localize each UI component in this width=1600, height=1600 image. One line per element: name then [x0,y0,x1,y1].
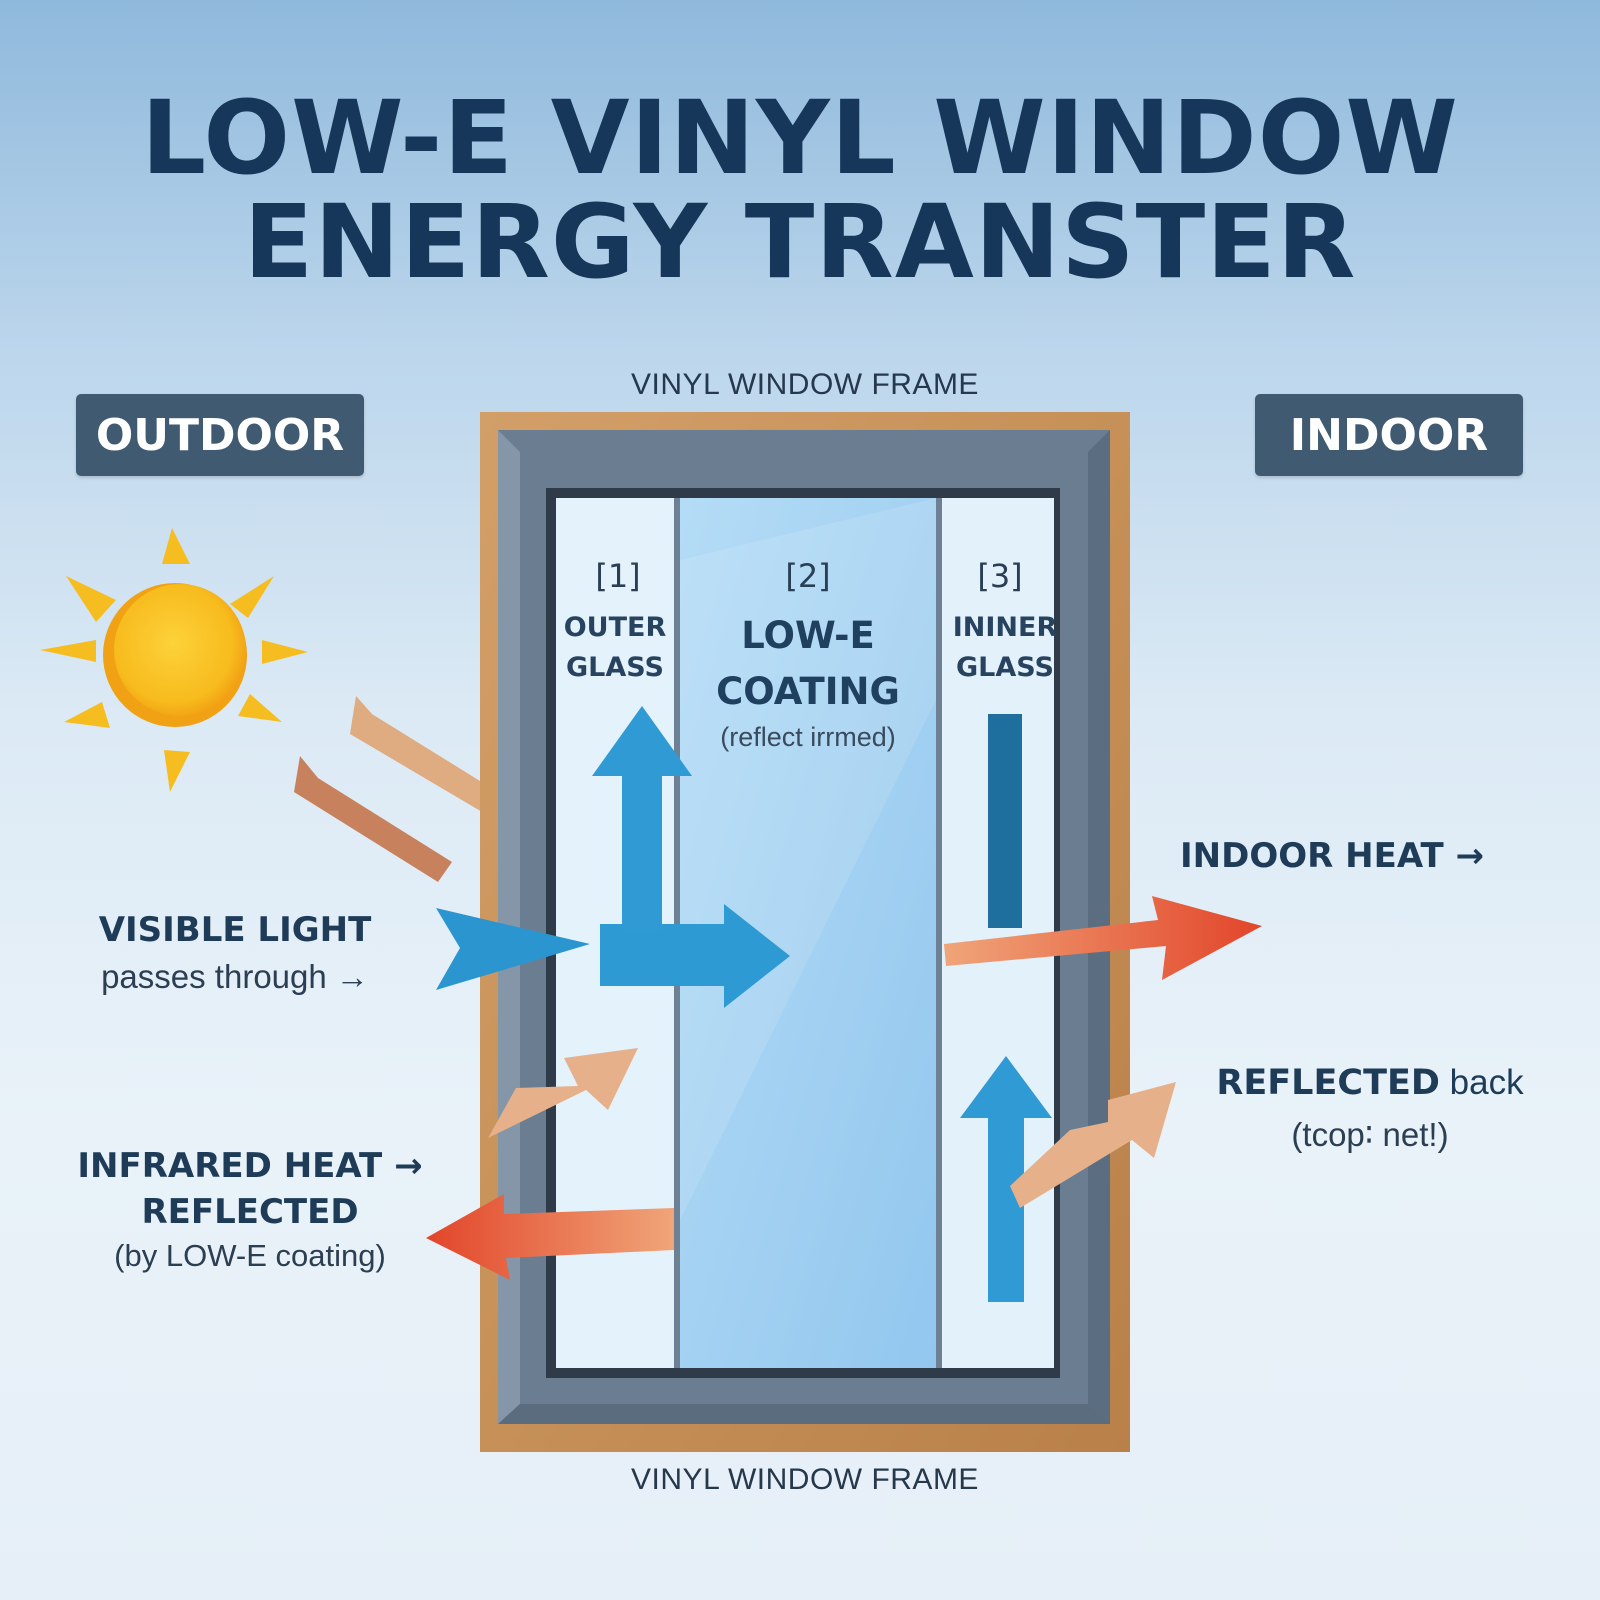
pane-3-name-line-1: ININER [952,612,1058,643]
visible-light-label: VISIBLE LIGHT passes through → [70,910,400,997]
pane-3-name-line-2: GLASS [956,652,1054,683]
visible-light-title: VISIBLE LIGHT [98,910,372,950]
frame-label-top: VINYL WINDOW FRAME [631,368,979,401]
indoor-heat-text: INDOOR HEAT → [1180,836,1485,876]
pane-1-name-line-2: GLASS [566,652,664,683]
pane-2-name-line-2: COATING [716,670,900,713]
page-title-line-2: ENERGY TRANSTER [243,183,1357,302]
reflected-title-rest: back [1439,1063,1524,1102]
frame-label-bottom: VINYL WINDOW FRAME [631,1463,979,1496]
infrared-sub: (by LOW-E coating) [114,1238,386,1274]
infrared-heat-arrows [426,896,1262,1280]
reflected-title-bold: REFLECTED [1216,1063,1440,1103]
pane-3-number: [3] [977,557,1023,595]
indoor-badge: INDOOR [1255,394,1523,476]
reflected-sub: (tcop∶ net!) [1291,1116,1449,1154]
infrared-title-line-2: REFLECTED [141,1192,359,1233]
visible-light-arrows [436,706,1052,1302]
visible-light-sub: passes through → [101,958,369,996]
reflected-back-label: REFLECTED back (tcop∶ net!) [1180,1062,1560,1155]
indoor-heat-label: INDOOR HEAT → [1180,836,1560,876]
outdoor-badge: OUTDOOR [76,394,364,476]
pane-2-note: (reflect irrmed) [720,722,896,752]
pane-1-name-line-1: OUTER [563,612,667,643]
sun-icon [40,528,308,792]
infrared-label: INFRARED HEAT → REFLECTED (by LOW-E coat… [60,1146,440,1275]
page-title-line-1: LOW-E VINYL WINDOW [141,79,1459,198]
infrared-title-line-1: INFRARED HEAT → [77,1146,423,1186]
pane-1-number: [1] [595,557,641,595]
pane-2-name-line-1: LOW-E [741,614,875,657]
pane-2-number: [2] [785,557,831,595]
